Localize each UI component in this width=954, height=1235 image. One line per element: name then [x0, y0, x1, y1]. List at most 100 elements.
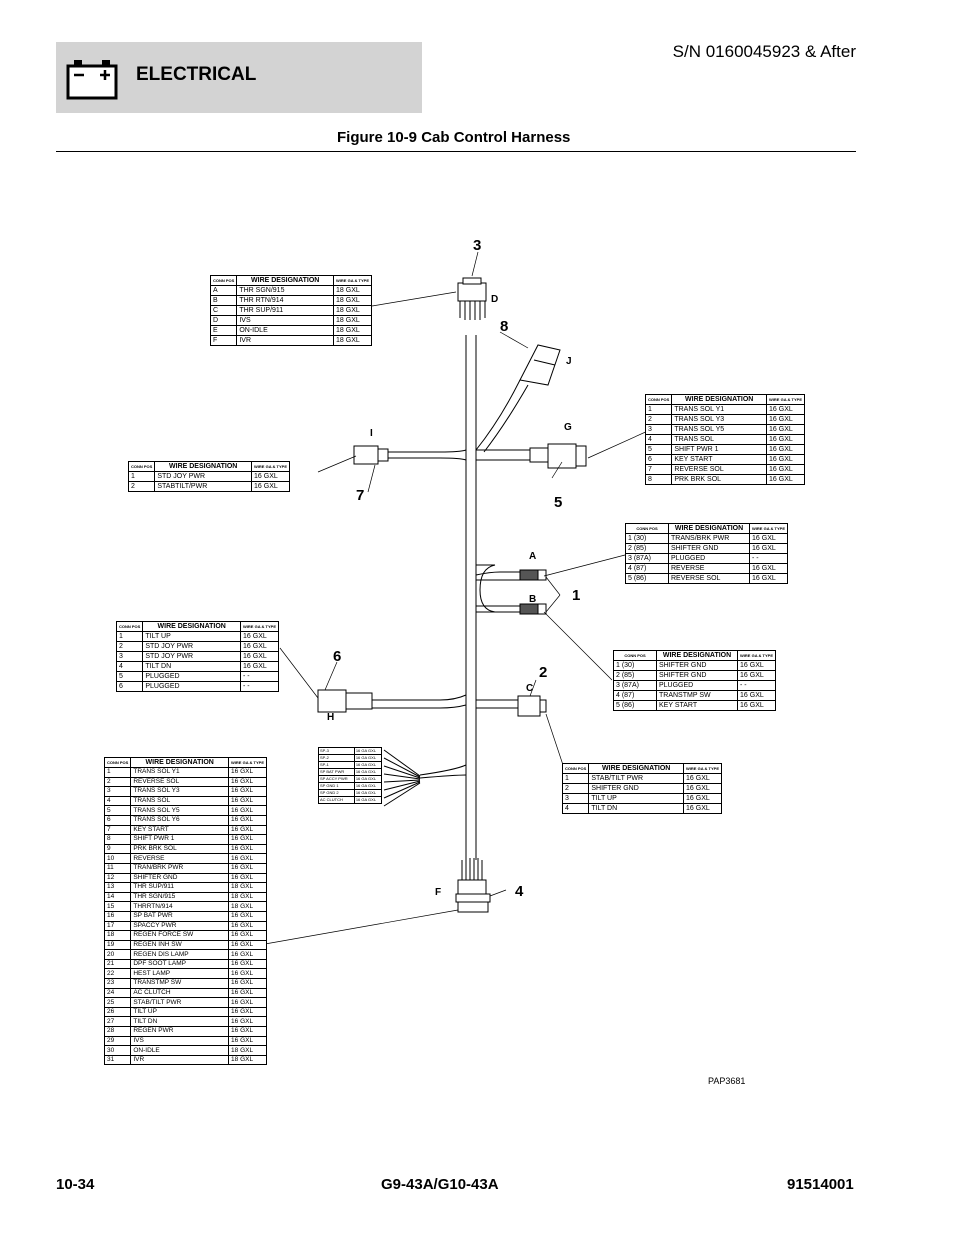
- wire-designation-cell: REGEN INH SW: [130, 939, 230, 951]
- wire-designation-cell: TRANS SOL Y6: [130, 814, 230, 826]
- wire-designation-cell: REGEN DIS LAMP: [130, 949, 230, 960]
- conn-pos-cell: F: [209, 335, 238, 346]
- wire-ga-cell: 18 GXL: [228, 882, 267, 893]
- conn-pos-cell: C: [209, 305, 238, 316]
- wire-designation-cell: DPF SOOT LAMP: [130, 958, 230, 970]
- wire-ga-cell: 18 GXL: [333, 335, 372, 346]
- wire-ga-cell: 16 GXL: [228, 978, 267, 989]
- col-conn-pos: CONN POS: [644, 394, 673, 405]
- wire-ga-cell: 16 GXL: [749, 533, 788, 544]
- connector-a-table: CONN POS WIRE DESIGNATION WIRE GA & TYPE…: [625, 523, 788, 584]
- wire-designation-cell: TILT DN: [130, 1016, 230, 1028]
- wire-designation-cell: REVERSE SOL: [671, 464, 768, 475]
- wire-designation-cell: TRANSTMP SW: [130, 978, 230, 989]
- col-wire-designation: WIRE DESIGNATION: [236, 275, 335, 286]
- table-row: 3 (87A)PLUGGED- -: [613, 680, 776, 691]
- wire-ga-cell: 16 GXL: [228, 767, 267, 778]
- wire-ga-cell: 16 GXL: [228, 910, 267, 922]
- col-conn-pos: CONN POS: [613, 650, 657, 661]
- callout-6: 6: [333, 648, 342, 665]
- wire-ga-cell: 16 GXL: [766, 404, 805, 415]
- wire-designation-cell: SHIFTER GND: [655, 670, 739, 681]
- conn-pos-cell: 11: [103, 862, 132, 874]
- wire-ga-cell: 16 GXL: [228, 949, 267, 960]
- conn-pos-cell: 14: [103, 891, 132, 903]
- wire-ga-cell: 16 GA GXL: [353, 768, 383, 776]
- wire-designation-cell: TILT DN: [142, 661, 242, 672]
- wire-ga-cell: 16 GXL: [228, 997, 267, 1008]
- conn-pos-cell: 3: [103, 786, 132, 797]
- conn-pos-cell: 19: [103, 939, 132, 951]
- wire-designation-cell: IVS: [236, 315, 335, 326]
- wire-designation-cell: TRANS SOL: [671, 434, 768, 445]
- wire-designation-cell: THRRTN/914: [130, 901, 230, 912]
- conn-pos-cell: 5: [115, 671, 144, 682]
- col-wire-designation: WIRE DESIGNATION: [142, 621, 242, 632]
- wire-ga-cell: 16 GXL: [228, 872, 267, 884]
- col-wire-designation: WIRE DESIGNATION: [154, 461, 253, 472]
- callout-2: 2: [539, 664, 548, 681]
- connector-g-table: CONN POS WIRE DESIGNATION WIRE GA & TYPE…: [644, 394, 805, 485]
- wire-ga-cell: 16 GXL: [240, 641, 279, 652]
- wire-designation-cell: SP BAT PWR: [318, 768, 355, 776]
- conn-pos-cell: 28: [103, 1026, 132, 1037]
- col-wire-designation: WIRE DESIGNATION: [655, 650, 739, 661]
- conn-pos-cell: 1: [127, 471, 156, 482]
- section-title: ELECTRICAL: [136, 64, 257, 85]
- conn-pos-cell: E: [209, 325, 238, 336]
- conn-pos-cell: 12: [103, 872, 132, 884]
- wire-designation-cell: STD JOY PWR: [142, 641, 242, 652]
- conn-pos-cell: 4: [561, 803, 590, 814]
- col-wire-ga: WIRE GA & TYPE: [251, 461, 290, 472]
- wire-ga-cell: 18 GXL: [228, 901, 267, 912]
- wire-designation-cell: SP GND 1: [318, 782, 355, 790]
- wire-ga-cell: 16 GXL: [749, 543, 788, 554]
- wire-designation-cell: KEY START: [671, 454, 768, 465]
- conn-pos-cell: 3 (87A): [625, 553, 669, 564]
- conn-pos-cell: 26: [103, 1006, 132, 1018]
- conn-pos-cell: 1: [103, 767, 132, 778]
- conn-pos-cell: 4 (87): [613, 690, 657, 701]
- col-wire-ga: WIRE GA & TYPE: [749, 523, 788, 534]
- wire-ga-cell: 16 GXL: [766, 424, 805, 435]
- wire-designation-cell: TRANS SOL Y3: [671, 414, 768, 425]
- wire-ga-cell: 16 GXL: [683, 803, 722, 814]
- wire-ga-cell: 16 GXL: [228, 843, 267, 855]
- callout-5: 5: [554, 494, 563, 511]
- wire-designation-cell: SHIFT PWR 1: [130, 834, 230, 845]
- wire-ga-cell: 16 GXL: [240, 661, 279, 672]
- wire-designation-cell: PLUGGED: [142, 671, 242, 682]
- wire-ga-cell: 18 GXL: [333, 295, 372, 306]
- conn-pos-cell: 7: [644, 464, 673, 475]
- wire-ga-cell: 16 GXL: [228, 834, 267, 845]
- col-wire-designation: WIRE DESIGNATION: [130, 757, 230, 768]
- conn-pos-cell: 18: [103, 930, 132, 941]
- col-wire-ga: WIRE GA & TYPE: [228, 757, 267, 768]
- wire-designation-cell: SPACCY PWR: [130, 920, 230, 932]
- wire-ga-cell: 16 GXL: [228, 968, 267, 980]
- wire-ga-cell: 16 GXL: [683, 783, 722, 794]
- conn-pos-cell: 15: [103, 901, 132, 912]
- conn-pos-cell: 7: [103, 824, 132, 836]
- conn-pos-cell: 10: [103, 853, 132, 864]
- wire-ga-cell: 16 GXL: [240, 651, 279, 662]
- wire-designation-cell: IVR: [236, 335, 335, 346]
